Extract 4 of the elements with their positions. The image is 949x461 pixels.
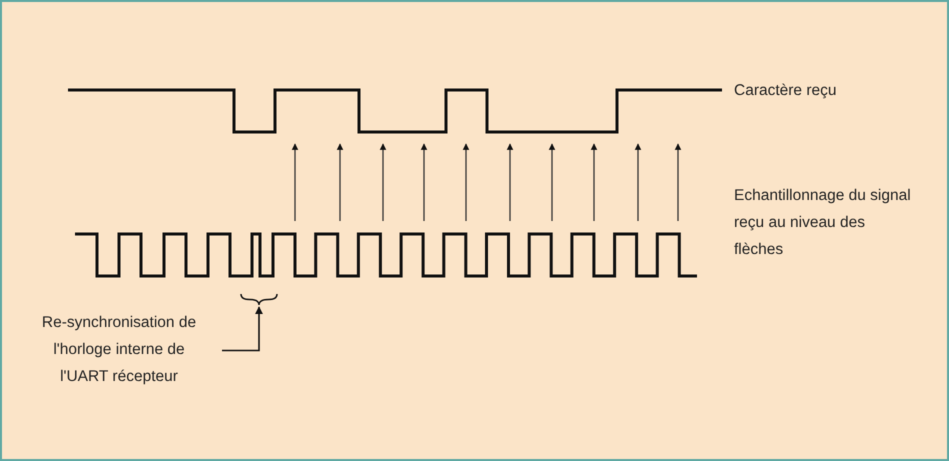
leader-line bbox=[222, 306, 263, 352]
signal-label: Caractère reçu bbox=[734, 81, 838, 101]
annotation-text: Echantillonnage du signal reçu au niveau des flèches bbox=[734, 186, 912, 260]
callout-text: Re-synchronisation de l'horloge interne de l'UART récepteur bbox=[30, 309, 208, 390]
